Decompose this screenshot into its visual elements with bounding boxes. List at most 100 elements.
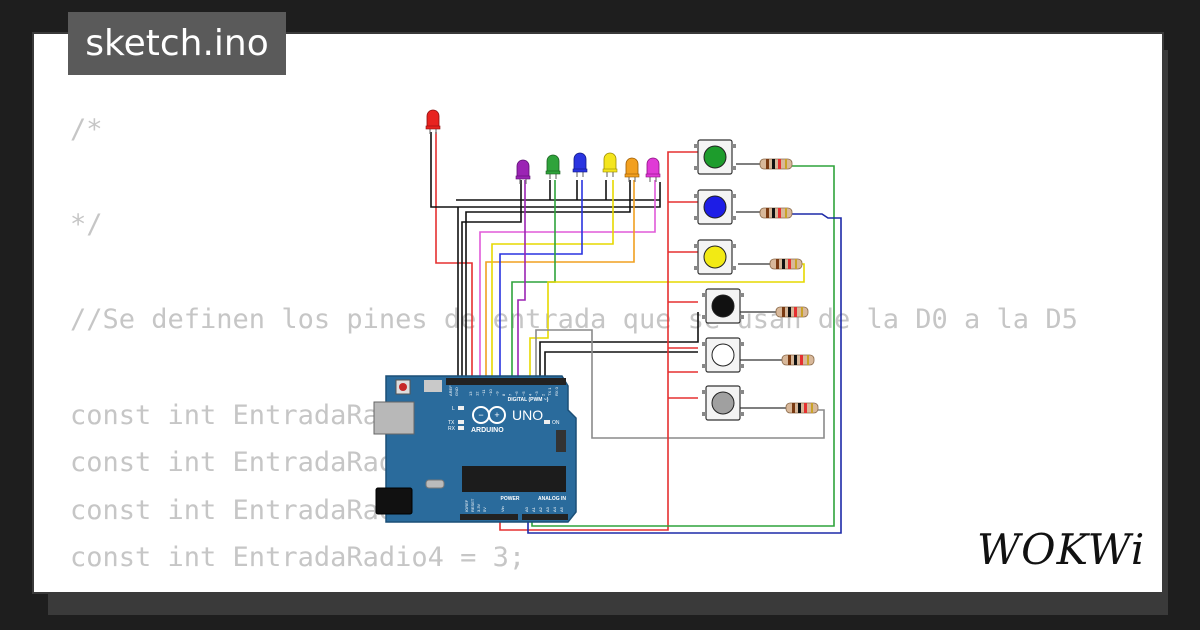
pushbutton-blue[interactable] xyxy=(694,189,736,225)
power-jack xyxy=(375,487,413,515)
board-brand: ARDUINO xyxy=(471,427,504,434)
power-header xyxy=(460,514,518,520)
usb-port xyxy=(373,401,415,435)
wokwi-logo: WOKWi xyxy=(977,525,1145,574)
wire-gray-btn xyxy=(535,329,825,439)
resistor[interactable] xyxy=(769,258,803,270)
code-line: /* xyxy=(70,114,103,145)
wire-orange xyxy=(485,180,635,383)
vin-label: Vin xyxy=(500,506,505,512)
wire-yellow xyxy=(491,180,614,383)
digital-pin-label: ~9 xyxy=(494,391,499,396)
reset-label: RESET xyxy=(470,498,475,512)
digital-label: DIGITAL (PWM ~) xyxy=(508,397,549,403)
v5-label: 5V xyxy=(482,507,487,512)
digital-pin-label: TX 1 xyxy=(547,387,552,396)
led-magenta[interactable] xyxy=(645,157,661,182)
led-green[interactable] xyxy=(545,154,561,179)
atmega-chip xyxy=(462,466,566,492)
code-line: const int EntradaRadio4 = 3; xyxy=(70,542,526,574)
led-red[interactable] xyxy=(425,109,441,134)
analog-pin-label: A3 xyxy=(545,506,550,512)
wire-green xyxy=(511,180,556,383)
wire-gnd-3 xyxy=(461,180,522,383)
l-label: L xyxy=(452,406,455,412)
tx-label: TX xyxy=(448,420,455,426)
pushbutton-white[interactable] xyxy=(702,337,744,373)
wire-blue xyxy=(499,180,583,383)
digital-pin-label: ~3 xyxy=(534,391,539,396)
ioref-label: IOREF xyxy=(464,499,469,512)
editor-card: /**///Se definen los pines de entrada qu… xyxy=(32,32,1164,594)
analog-header xyxy=(522,514,568,520)
wire-yellow-btn xyxy=(529,263,805,383)
led-purple[interactable] xyxy=(515,159,531,184)
led-yellow[interactable] xyxy=(602,152,618,177)
pushbutton-black[interactable] xyxy=(702,288,744,324)
analog-pin-label: A0 xyxy=(524,506,529,512)
digital-pin-label: ~11 xyxy=(481,389,486,396)
pushbutton-cap xyxy=(703,145,727,169)
file-name-tab[interactable]: sketch.ino xyxy=(68,12,286,75)
wire-purple xyxy=(517,180,526,383)
resistor[interactable] xyxy=(759,207,793,219)
wire-a-green xyxy=(531,165,835,527)
board-logo-uno: UNO xyxy=(512,407,543,423)
digital-pin-label: RX 0 xyxy=(554,386,559,396)
leds xyxy=(425,109,661,184)
pushbutton-cap xyxy=(703,195,727,219)
digital-pin-label: ~10 xyxy=(488,388,493,396)
digital-pin-label: ~6 xyxy=(514,391,519,396)
wires xyxy=(430,132,842,534)
wire-black-btn-2 xyxy=(544,351,698,383)
analog-pin-label: A4 xyxy=(552,506,557,512)
resistors xyxy=(759,158,819,414)
pushbutton-cap xyxy=(711,343,735,367)
analog-pin-label: A2 xyxy=(538,506,543,512)
power-label: POWER xyxy=(501,496,520,502)
resistor[interactable] xyxy=(781,354,815,366)
push-buttons xyxy=(694,139,744,421)
digital-pin-label: ~5 xyxy=(521,391,526,396)
digital-pin-label: 7 xyxy=(508,393,513,396)
resistor[interactable] xyxy=(759,158,793,170)
wire-red xyxy=(435,132,473,383)
rx-label: RX xyxy=(448,426,456,432)
svg-text:+: + xyxy=(494,410,499,420)
wire-a-blue xyxy=(527,213,842,534)
v33-label: 3.3V xyxy=(476,503,481,512)
pushbutton-cap xyxy=(711,294,735,318)
code-line: const int EntradaRadio5 = 4; xyxy=(70,582,1078,592)
resistor[interactable] xyxy=(775,306,809,318)
wire-gnd xyxy=(430,132,661,208)
aref-label: AREF xyxy=(448,385,453,396)
wire-black-btn xyxy=(539,312,699,383)
digital-pin-label: 2 xyxy=(541,393,546,396)
svg-text:−: − xyxy=(478,410,483,420)
wire-gnd-4 xyxy=(465,180,631,383)
resistor[interactable] xyxy=(785,402,819,414)
wokwi-wordmark: WOKWi xyxy=(977,525,1145,574)
wire-magenta xyxy=(479,180,656,383)
led-orange[interactable] xyxy=(624,157,640,182)
pushbutton-cap xyxy=(703,245,727,269)
digital-pin-label: 13 xyxy=(468,391,473,396)
pushbutton-gray[interactable] xyxy=(702,385,744,421)
pushbutton-yellow[interactable] xyxy=(694,239,736,275)
digital-pin-label: 12 xyxy=(475,391,480,396)
pushbutton-cap xyxy=(711,391,735,415)
on-label: ON xyxy=(552,420,560,426)
digital-pin-label: 4 xyxy=(527,393,532,396)
code-editor[interactable]: /**///Se definen los pines de entrada qu… xyxy=(70,106,1078,592)
wire-5v xyxy=(499,151,698,531)
arduino-uno-board[interactable]: − + UNO ARDUINO DIGITAL (PWM ~) POWER AN… xyxy=(373,375,577,523)
digital-header xyxy=(446,378,566,385)
code-line: */ xyxy=(70,209,103,241)
led-blue[interactable] xyxy=(572,152,588,177)
pushbutton-green[interactable] xyxy=(694,139,736,175)
digital-pin-label: 8 xyxy=(501,393,506,396)
gnd-label: GND xyxy=(454,387,459,396)
